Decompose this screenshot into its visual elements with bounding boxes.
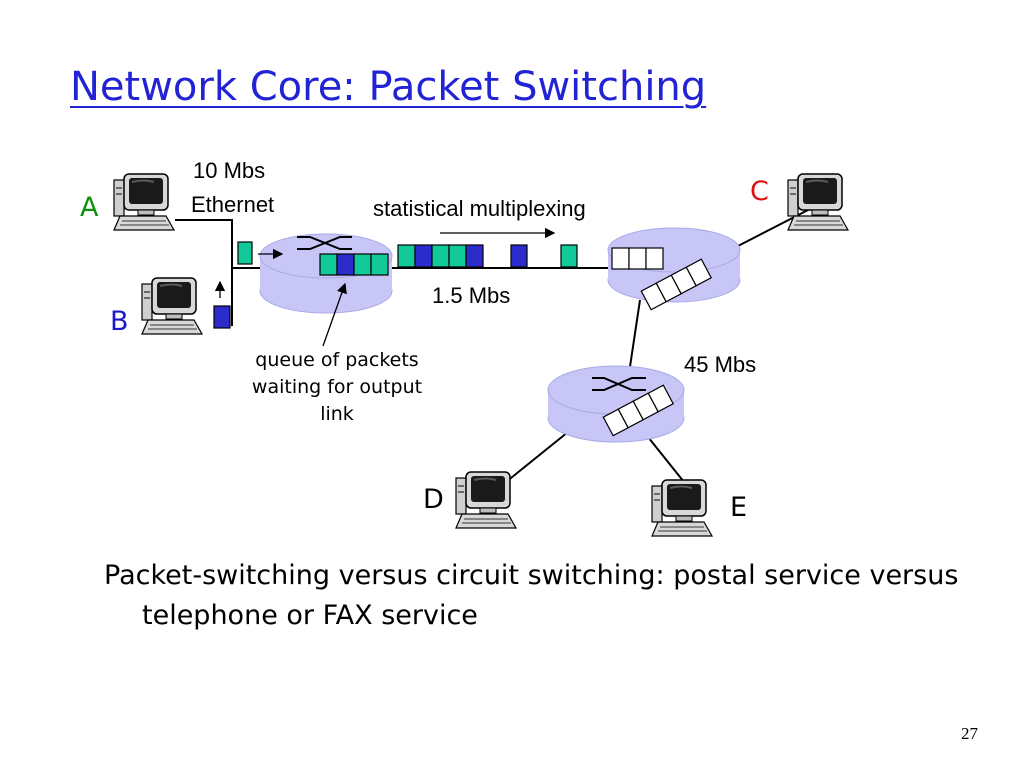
network-links [175,209,809,483]
router-1 [259,233,393,314]
host-c-computer-icon [787,173,849,231]
link-rate-1-label: 1.5 Mbs [432,283,510,308]
host-a-computer-icon [113,173,175,231]
router-3 [547,365,685,443]
slide-caption: Packet-switching versus circuit switchin… [104,560,959,631]
multiplexed-packets [397,244,578,268]
host-d-label: D [423,484,444,515]
network-diagram: A B C D E 10 Mbs Ethernet statistical mu… [80,158,849,537]
router-2 [607,227,741,311]
queue-label-line-1: queue of packets [255,349,418,371]
ethernet-label: Ethernet [191,192,274,217]
host-b-label: B [110,306,129,337]
host-e-computer-icon [651,479,713,537]
router-1-queue [319,253,389,276]
queue-label-line-3: link [320,403,354,425]
host-c-label: C [750,176,769,207]
queue-label-line-2: waiting for output [252,376,422,398]
page-number: 27 [961,724,978,743]
host-b-computer-icon [141,277,203,335]
queue-pointer-arrow [322,282,347,347]
packet-from-b [213,305,231,329]
packet-from-a [237,241,253,265]
host-e-label: E [730,492,747,523]
statistical-multiplexing-label: statistical multiplexing [373,196,586,221]
slide-title: Network Core: Packet Switching [70,64,707,110]
host-a-label: A [80,192,99,223]
link-rate-2-label: 45 Mbs [684,352,756,377]
host-d-computer-icon [455,471,517,529]
ethernet-rate-label: 10 Mbs [193,158,265,183]
